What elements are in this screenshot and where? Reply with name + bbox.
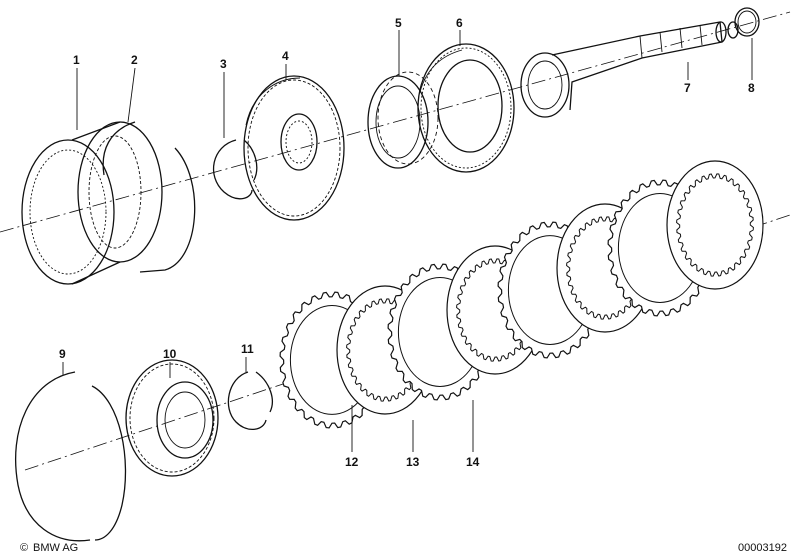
brand-label: BMW AG	[33, 542, 78, 554]
part-3-circlip	[213, 139, 258, 200]
part-11-circlip	[227, 371, 273, 430]
part-labels: 1 2 3 4 5 6 7 8 9 10 11 12 13 14	[59, 16, 755, 469]
label-part-10: 10	[163, 347, 177, 361]
part-2-snap-ring	[102, 121, 196, 273]
part-8-o-ring	[734, 7, 760, 37]
upper-axis-line	[0, 11, 791, 233]
label-part-3: 3	[220, 57, 227, 71]
diagram-number: 00003192	[738, 542, 787, 554]
label-part-5: 5	[395, 16, 402, 30]
part-7-shaft	[520, 21, 739, 118]
clutch-disc-19	[666, 160, 764, 290]
label-part-4: 4	[282, 49, 289, 63]
label-part-9: 9	[59, 347, 66, 361]
part-4-gear	[243, 75, 345, 221]
label-part-14: 14	[466, 455, 480, 469]
label-part-13: 13	[406, 455, 420, 469]
label-part-6: 6	[456, 16, 463, 30]
label-part-8: 8	[748, 81, 755, 95]
copyright-symbol: ©	[20, 542, 28, 554]
part-1-ring-gear	[21, 121, 163, 285]
part-10-hub-gear	[125, 359, 219, 477]
label-part-2: 2	[131, 53, 138, 67]
part-5-roller-cage	[367, 71, 439, 169]
footer: © BMW AG 00003192	[20, 542, 787, 554]
leader-lines	[62, 30, 753, 452]
label-part-11: 11	[241, 342, 254, 356]
part-6-gear-ring	[417, 43, 515, 173]
label-part-12: 12	[345, 455, 359, 469]
label-part-7: 7	[684, 81, 691, 95]
part-9-snap-ring	[14, 371, 127, 542]
clutch-disc-pack	[279, 160, 764, 429]
label-part-1: 1	[73, 53, 80, 67]
